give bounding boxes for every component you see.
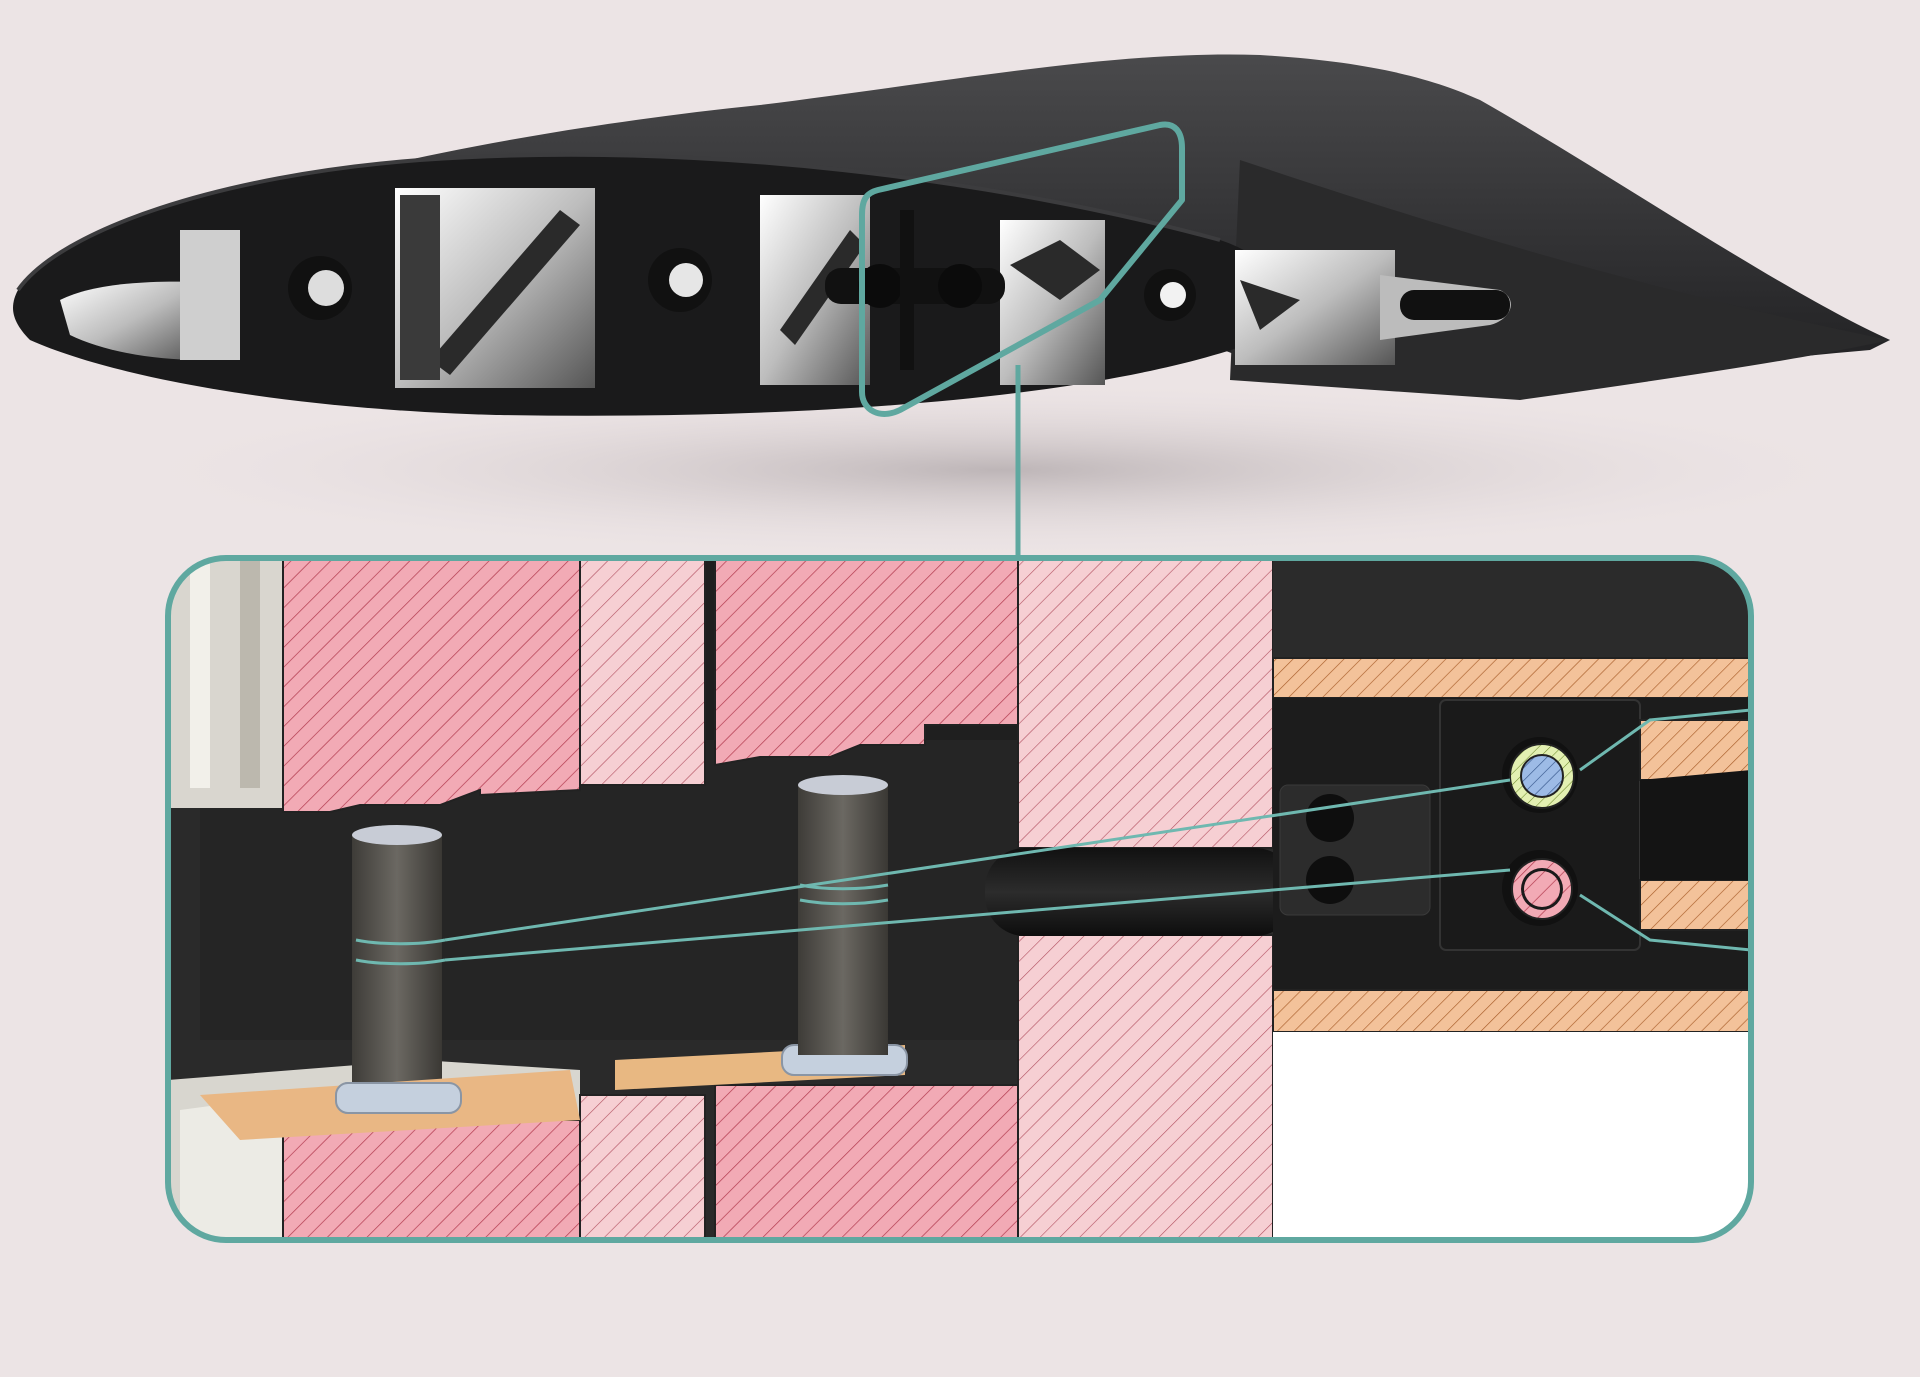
cavity-3-rib [1010, 240, 1100, 300]
cavity-small-left [180, 230, 240, 360]
cavity-2-rib [780, 230, 865, 345]
rib-section-lower-center [579, 1094, 706, 1240]
airfoil-cut-rim [16, 152, 1221, 292]
right-shaft [615, 775, 908, 1090]
servo-housing [1272, 558, 1751, 1240]
cavity-4-rib [1240, 280, 1300, 330]
cavity-large-1-wall [400, 195, 440, 380]
spar-holes [288, 248, 1196, 321]
cavity-large-1-rib [430, 210, 580, 375]
central-spar-upper [1017, 558, 1274, 849]
detail-panel-border [165, 555, 1754, 1243]
airfoil-cut-face [13, 154, 1281, 416]
rib-section-lower-left [282, 1119, 581, 1240]
leading-edge-cavity [60, 281, 200, 360]
detail-panel [165, 555, 1754, 1243]
callout-frame [859, 121, 1185, 417]
rib-section-lower-right [714, 1084, 1019, 1240]
cable-pulley-top [1502, 737, 1578, 813]
internal-pushrods [825, 210, 1510, 370]
rib-section-upper-center [579, 559, 706, 786]
central-spar-lower [1017, 934, 1274, 1240]
airfoil [13, 54, 1890, 416]
cable-pulley-bottom [1502, 850, 1578, 926]
control-rod [985, 848, 1295, 936]
control-cables [355, 708, 1751, 966]
rib-section-upper-left [282, 558, 581, 813]
wing-shadow [100, 380, 1900, 560]
